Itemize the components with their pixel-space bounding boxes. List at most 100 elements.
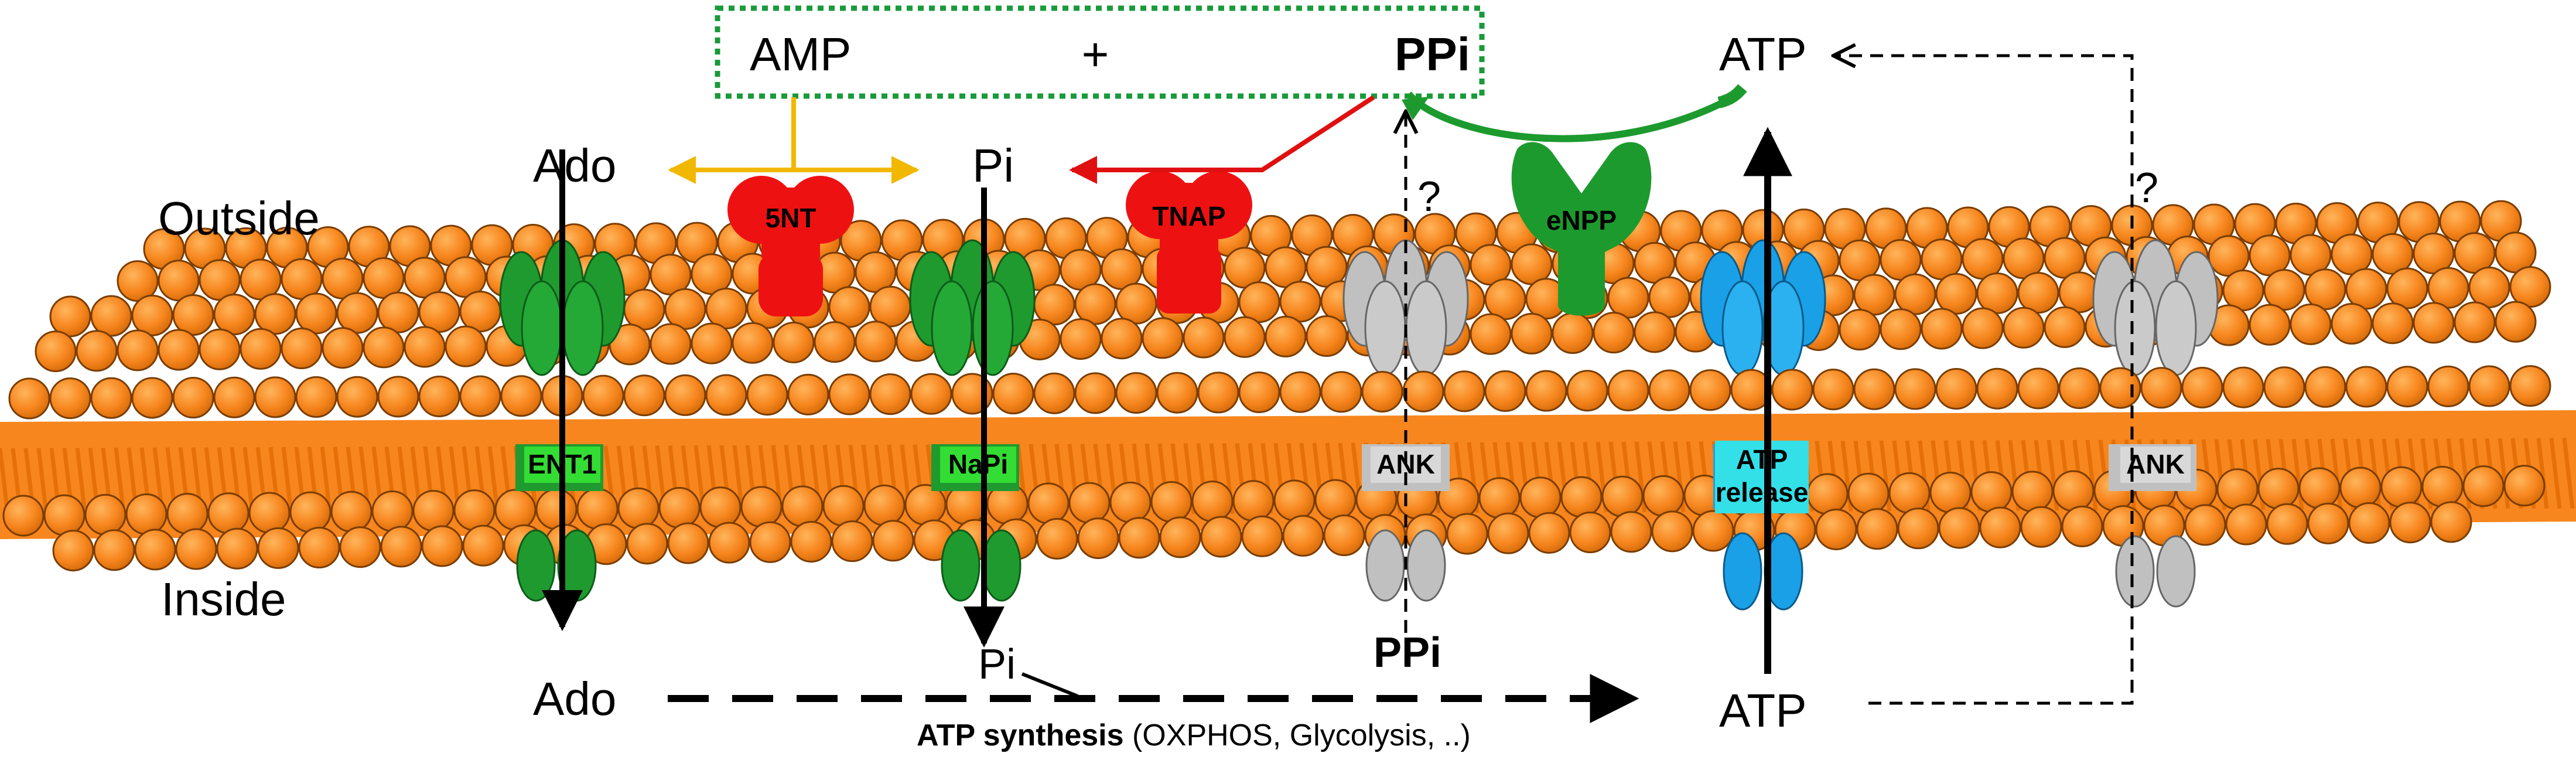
lipid-head [134,529,176,571]
lipid-head [459,291,501,333]
lipid-head [2468,365,2510,407]
lipid-head [462,524,504,567]
lipid-tail [2536,438,2549,509]
lipid-head [1033,372,1075,414]
lipid-head [1224,316,1266,358]
five-nt-pathway [668,97,920,184]
lipid-head [295,376,337,418]
lipid-head [2020,506,2062,548]
five-nt-enzyme: 5NT [727,176,854,316]
lipid-head [1279,281,1321,323]
inside-label: Inside [161,573,286,625]
lipid-head [664,374,706,416]
lipid-head [131,294,173,336]
question-mark-1: ? [1417,173,1441,220]
lipid-head [1273,479,1316,522]
lipid-head [691,322,733,364]
napi-label: NaPi [940,447,1016,483]
lipid-head [158,329,200,371]
atp-ank-loop-arrow [1833,56,2134,705]
lipid-head [131,377,173,419]
tnap-enzyme: TNAP [1126,171,1252,314]
lipid-head [2266,503,2308,545]
lipid-head [732,322,774,364]
lipid-head [1525,370,1567,412]
lipid-head [2427,365,2469,407]
lipid-head [1077,517,1119,560]
pi-to-synthesis-line [1021,672,1079,698]
lipid-head [1027,482,1070,524]
lipid-head [1648,369,1690,411]
lipid-head [2386,366,2428,408]
lipid-head [8,377,50,420]
lipid-head [1888,472,1931,514]
enpp-arc-end [1717,84,1747,108]
lipid-head [199,328,241,370]
lipid-head [1593,312,1635,354]
lipid-head [1115,372,1157,414]
lipid-head [790,520,832,563]
lipid-head [1935,368,1977,410]
lipid-head [1487,512,1529,554]
lipid-head [1279,371,1321,413]
lipid-head [1569,512,1611,553]
lipid-head [2011,471,2054,513]
lipid-head [1033,284,1075,326]
atp-synthesis-label: ATP synthesis (OXPHOS, Glycolysis, ..) [917,718,1471,752]
lipid-head [1812,369,1854,411]
lipid-tail [281,447,294,518]
lipid-head [2345,268,2387,310]
lipid-head [254,293,296,335]
lipid-head [49,295,91,338]
ppi-bottom-label: PPi [1374,629,1441,676]
lipid-head [2509,365,2551,407]
lipid-head [1361,370,1403,413]
lipid-head [52,530,94,572]
svg-text:NaPi: NaPi [948,449,1008,479]
lipid-head [377,291,419,333]
lipid-head [125,493,168,535]
lipid-head [1566,370,1608,412]
lipid-head [380,526,422,568]
lipid-head [2003,306,2045,349]
lipid-head [623,374,665,417]
lipid-head [2249,304,2291,346]
lipid-head [1610,511,1652,553]
lipid-head [749,521,791,563]
amp-ppi-box: AMP + PPi [715,5,1485,99]
lipid-head [494,489,537,531]
lipid-head [207,492,250,534]
lipid-head [2257,468,2300,510]
lipid-head [1074,372,1116,414]
lipid-head [658,487,701,529]
lipid-head [1651,510,1693,553]
lipid-head [336,292,378,334]
lipid-head [2216,468,2259,510]
lipid-head [2380,466,2423,508]
lipid-head [1238,281,1280,323]
lipid-head [2389,502,2431,544]
lipid-head [2225,503,2267,546]
lipid-head [2044,306,2086,348]
atp-bottom-label: ATP [1719,684,1807,737]
lipid-head [35,331,77,373]
lipid-head [49,377,91,420]
lipid-head [1921,308,1963,350]
lipid-tail [2085,439,2098,511]
lipid-head [828,286,870,328]
lipid-head [289,491,332,533]
lipid-head [1607,369,1649,411]
atp-release-channel [1700,239,1826,611]
lipid-head [2263,366,2305,408]
lipid-tail [2291,438,2304,510]
lipid-head [2427,267,2469,309]
ank-transporter-2 [2092,239,2219,608]
lipid-heads-front-top [8,365,2551,420]
lipid-head [1323,515,1365,557]
lipid-head [1068,482,1111,524]
enpp-reaction-arc [1406,90,1741,142]
plus-sign: + [1082,28,1109,80]
lipid-head [298,527,340,569]
lipid-head [1601,475,1644,517]
lipid-head [2017,272,2059,314]
